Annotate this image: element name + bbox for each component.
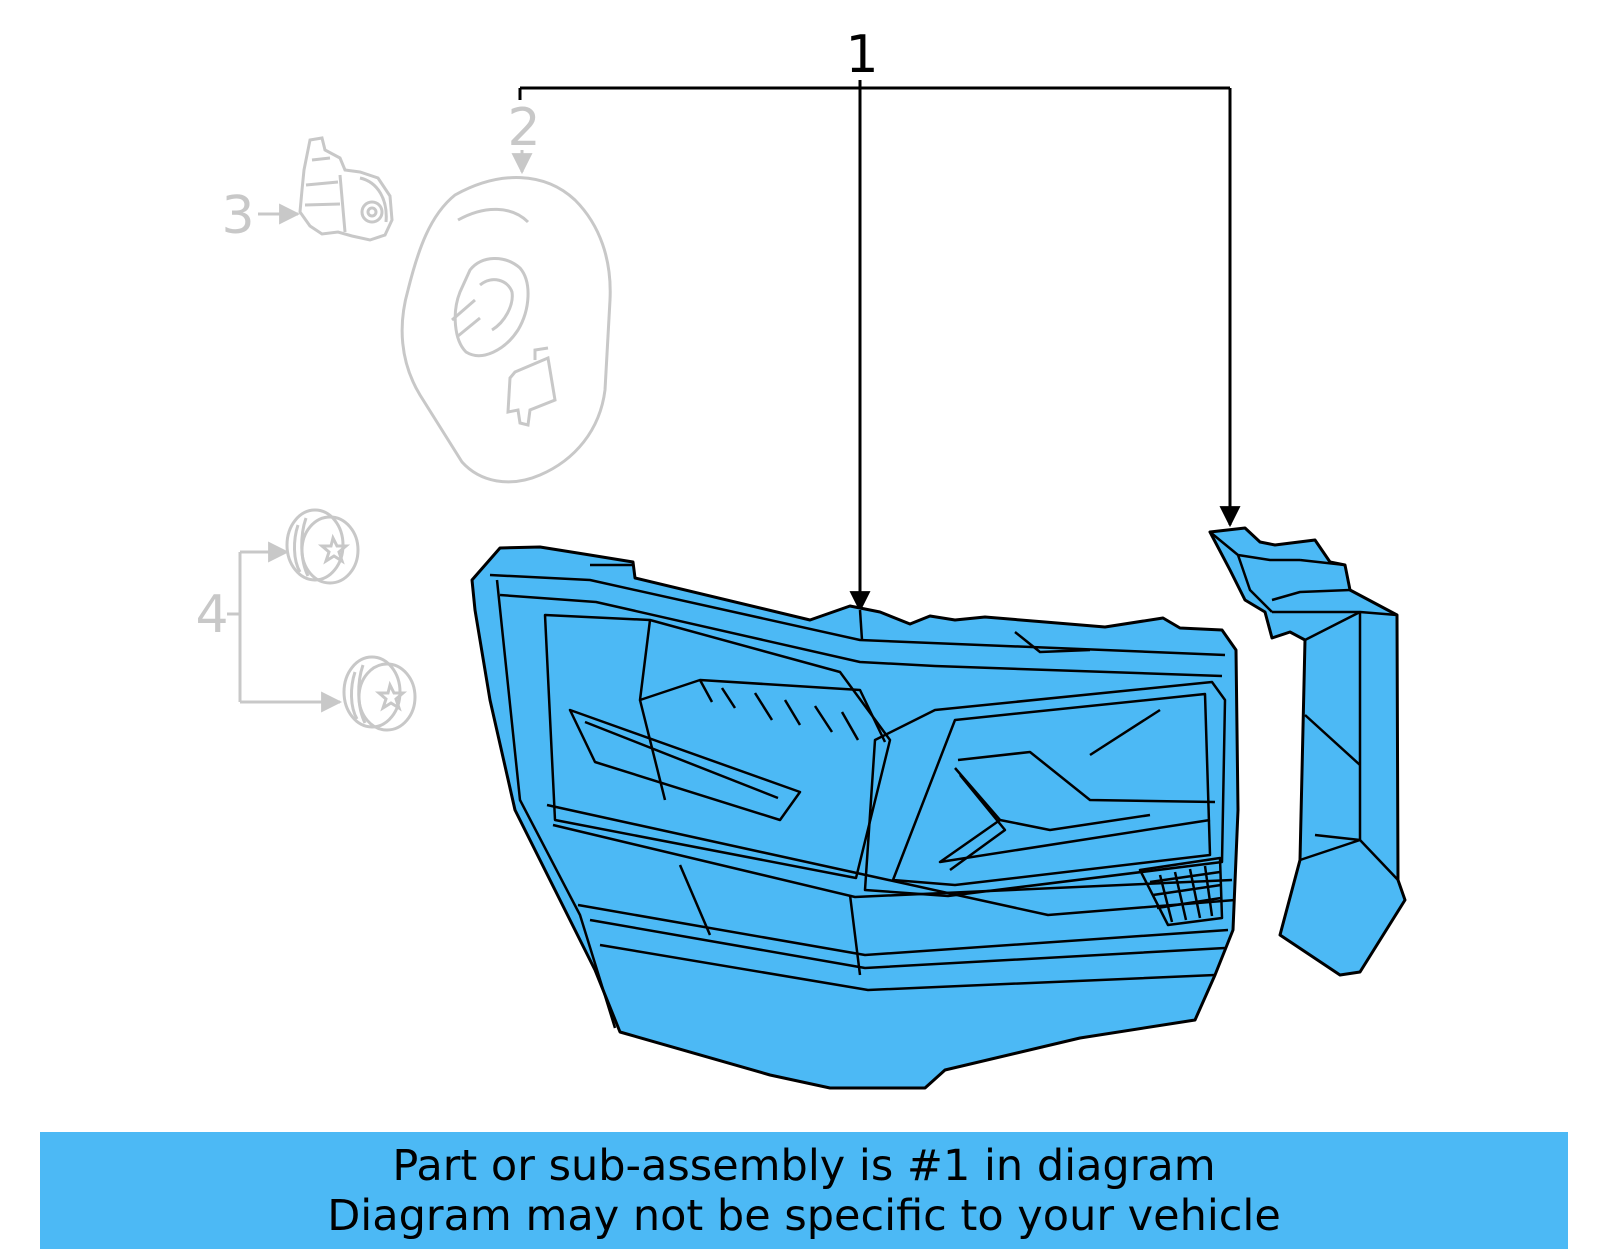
caption-line-2: Diagram may not be specific to your vehi… — [327, 1191, 1281, 1241]
bulb-part-3 — [298, 136, 394, 242]
callout-4-leaders — [227, 541, 343, 713]
callout-4-label: 4 — [195, 585, 228, 645]
callout-3-label: 3 — [221, 186, 254, 246]
callout-1-leaders — [518, 80, 1241, 613]
disclaimer-banner: Part or sub-assembly is #1 in diagram Di… — [40, 1132, 1568, 1249]
caption-line-1: Part or sub-assembly is #1 in diagram — [392, 1141, 1216, 1191]
callout-1-label: 1 — [845, 25, 878, 85]
lamp-bracket-part-1 — [1208, 526, 1407, 977]
socket-cover-part-2 — [400, 176, 612, 484]
tail-lamp-assembly-part-1 — [470, 545, 1240, 1090]
push-clip-part-4-upper — [285, 508, 360, 585]
push-clip-part-4-lower — [342, 655, 417, 732]
callout-2-label: 2 — [507, 98, 540, 158]
